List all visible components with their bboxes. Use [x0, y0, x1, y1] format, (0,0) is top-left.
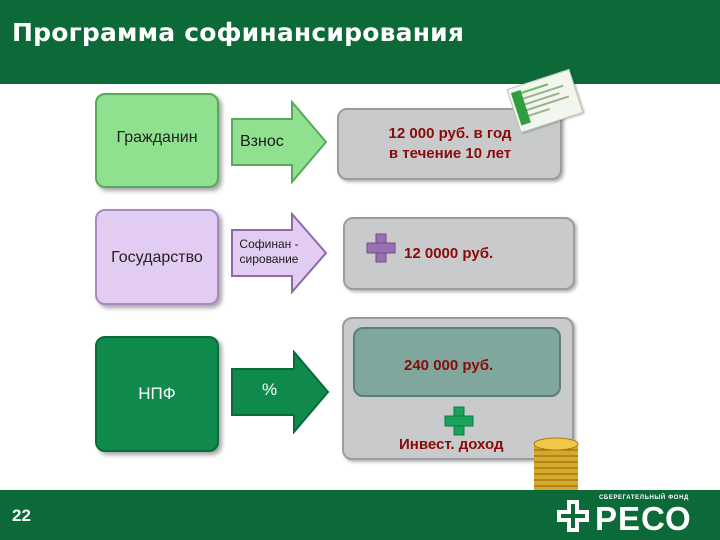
- investment-income-text: Инвест. доход: [399, 436, 503, 453]
- page-title: Программа софинансирования: [12, 18, 464, 47]
- state-box: Государство: [95, 209, 219, 305]
- npf-amount-text: 240 000 руб.: [404, 357, 493, 374]
- plus-icon: [444, 406, 474, 436]
- reso-emblem-icon: [555, 498, 591, 534]
- plus-icon: [366, 233, 396, 263]
- state-label: Государство: [97, 249, 217, 267]
- interest-arrow: [230, 350, 330, 434]
- npf-label: НПФ: [97, 384, 217, 404]
- cofinancing-arrow-label: Софинан - сирование: [236, 237, 302, 267]
- contribution-arrow-label: Взнос: [240, 133, 284, 151]
- coins-icon: [530, 436, 582, 498]
- header-bar: Программа софинансирования: [0, 0, 720, 84]
- page-number: 22: [12, 506, 31, 526]
- citizen-box: Гражданин: [95, 93, 219, 188]
- logo-wordmark: РЕСО: [595, 500, 692, 538]
- citizen-label: Гражданин: [97, 129, 217, 147]
- npf-box: НПФ: [95, 336, 219, 452]
- interest-arrow-label: %: [262, 380, 277, 400]
- reso-logo-icon: СБЕРЕГАТЕЛЬНЫЙ ФОНД РЕСО: [555, 494, 715, 538]
- state-amount-text: 12 0000 руб.: [404, 245, 493, 262]
